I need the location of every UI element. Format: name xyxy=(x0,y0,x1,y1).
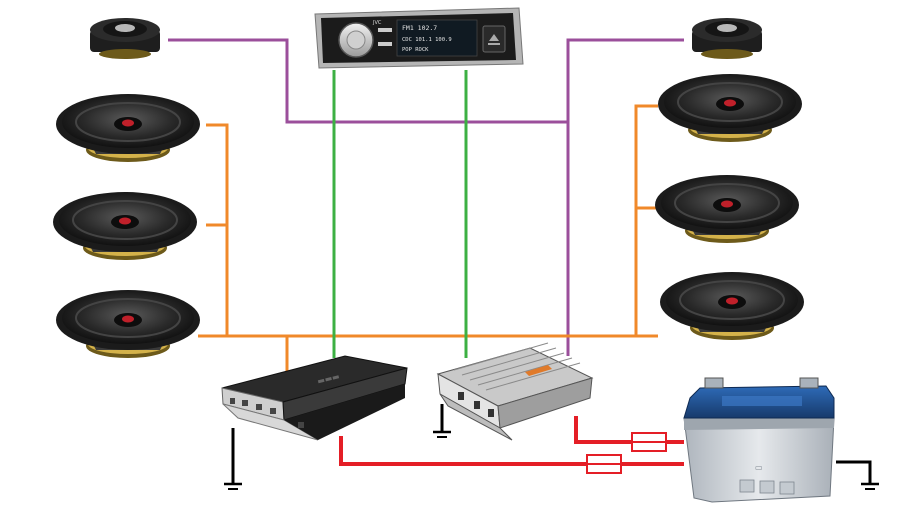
woofer-wires xyxy=(198,104,658,375)
amplifier-icon xyxy=(525,365,552,376)
ground-icon xyxy=(859,460,881,491)
battery-icon: ▭ xyxy=(755,463,763,472)
speaker-icon xyxy=(657,73,803,143)
amp-right-power-wire xyxy=(574,416,684,444)
fuse-icon xyxy=(586,454,622,474)
head-unit[interactable]: JVC FM1 102.7 CDC 101.1 100.9 POP ROCK xyxy=(314,7,524,69)
head-unit-brand: JVC xyxy=(372,20,382,26)
battery: ▭ xyxy=(683,377,835,503)
tweeter-icon xyxy=(90,18,160,59)
speaker-icon xyxy=(55,93,201,163)
display-line-3: POP ROCK xyxy=(402,47,429,53)
left-woofer-bus xyxy=(206,123,229,336)
ground-icon xyxy=(222,460,244,491)
amplifier-icon xyxy=(230,398,304,428)
left-tweeter-wire xyxy=(168,38,568,124)
display-line-2: CDC 101.1 100.9 xyxy=(402,37,452,43)
amp-left-power-wire xyxy=(339,436,684,466)
amplifier-right[interactable] xyxy=(436,342,594,441)
battery-negative-terminal xyxy=(799,377,819,389)
signal-wires xyxy=(332,70,468,358)
amplifier-left[interactable]: ▬▬▬ xyxy=(221,355,408,441)
display-line-1: FM1 102.7 xyxy=(402,24,437,32)
right-tweeter-wire xyxy=(566,38,684,356)
speaker-icon xyxy=(659,271,805,341)
ground-icon xyxy=(431,408,453,439)
speaker-icon xyxy=(55,289,201,359)
speaker-icon xyxy=(654,174,800,244)
fuse-icon xyxy=(631,432,667,452)
right-woofer-bus xyxy=(634,104,658,336)
battery-positive-terminal xyxy=(704,377,724,389)
tweeter-icon xyxy=(692,18,762,59)
speaker-icon xyxy=(52,191,198,261)
head-unit-display xyxy=(396,19,478,57)
tweeter-wires xyxy=(168,38,684,356)
